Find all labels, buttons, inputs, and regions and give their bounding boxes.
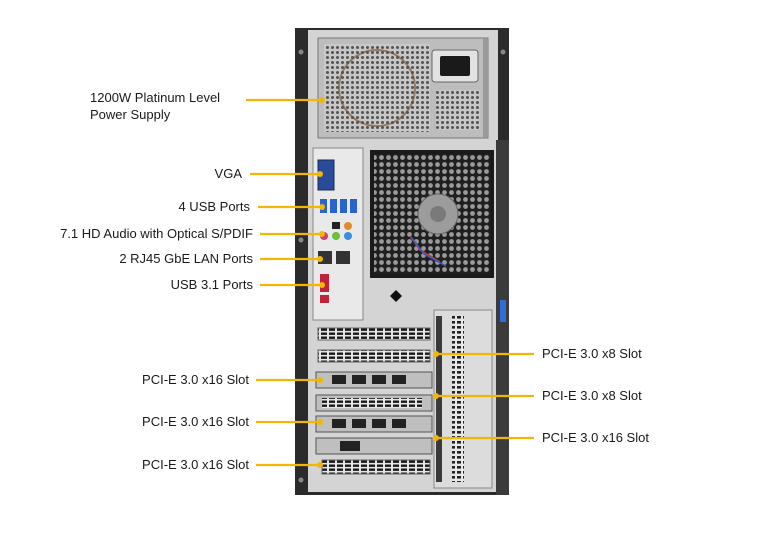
leader-dot (433, 435, 439, 441)
pci-slots (315, 327, 433, 475)
leader-dot (317, 377, 323, 383)
lan-port (336, 251, 350, 264)
callout-usb31: USB 3.1 Ports (171, 277, 254, 292)
rear-fan (370, 150, 494, 278)
leader-dot (319, 231, 325, 237)
side-vent (452, 316, 464, 482)
leader-dot (317, 419, 323, 425)
callout-psu-line2: Power Supply (90, 107, 171, 122)
audio-jack (344, 232, 352, 240)
leader-dot (433, 351, 439, 357)
callout-vga: VGA (215, 166, 243, 181)
callouts-right: PCI-E 3.0 x8 Slot PCI-E 3.0 x8 Slot PCI-… (433, 346, 649, 445)
usb31-port (320, 274, 329, 292)
optical-spdif (332, 222, 340, 229)
latch-indicator (500, 300, 506, 322)
leader-dot (317, 256, 323, 262)
leader-dot (319, 282, 325, 288)
usb31-port (320, 295, 329, 303)
leader-dot (319, 97, 325, 103)
usb-port (330, 199, 337, 213)
callout-psu-line1: 1200W Platinum Level (90, 90, 220, 105)
leader-dot (317, 171, 323, 177)
callout-pcie-right-1: PCI-E 3.0 x8 Slot (542, 346, 642, 361)
screw (298, 477, 304, 483)
usb-port (350, 199, 357, 213)
callout-pcie-left-2: PCI-E 3.0 x16 Slot (142, 414, 249, 429)
callout-audio: 7.1 HD Audio with Optical S/PDIF (60, 226, 253, 241)
leader-dot (317, 462, 323, 468)
callout-pcie-right-3: PCI-E 3.0 x16 Slot (542, 430, 649, 445)
power-inlet (440, 56, 470, 76)
callout-usb: 4 USB Ports (178, 199, 250, 214)
callout-pcie-left-3: PCI-E 3.0 x16 Slot (142, 457, 249, 472)
usb-port (340, 199, 347, 213)
screw (298, 49, 304, 55)
callout-pcie-left-1: PCI-E 3.0 x16 Slot (142, 372, 249, 387)
callout-pcie-right-2: PCI-E 3.0 x8 Slot (542, 388, 642, 403)
audio-jack (344, 222, 352, 230)
audio-jack (332, 232, 340, 240)
screw (500, 49, 506, 55)
kensington-slot (390, 290, 402, 302)
power-supply (317, 37, 489, 139)
callout-lan: 2 RJ45 GbE LAN Ports (119, 251, 253, 266)
leader-dot (433, 393, 439, 399)
leader-dot (319, 204, 325, 210)
screw (298, 237, 304, 243)
callouts-left: 1200W Platinum Level Power Supply VGA 4 … (60, 90, 325, 472)
